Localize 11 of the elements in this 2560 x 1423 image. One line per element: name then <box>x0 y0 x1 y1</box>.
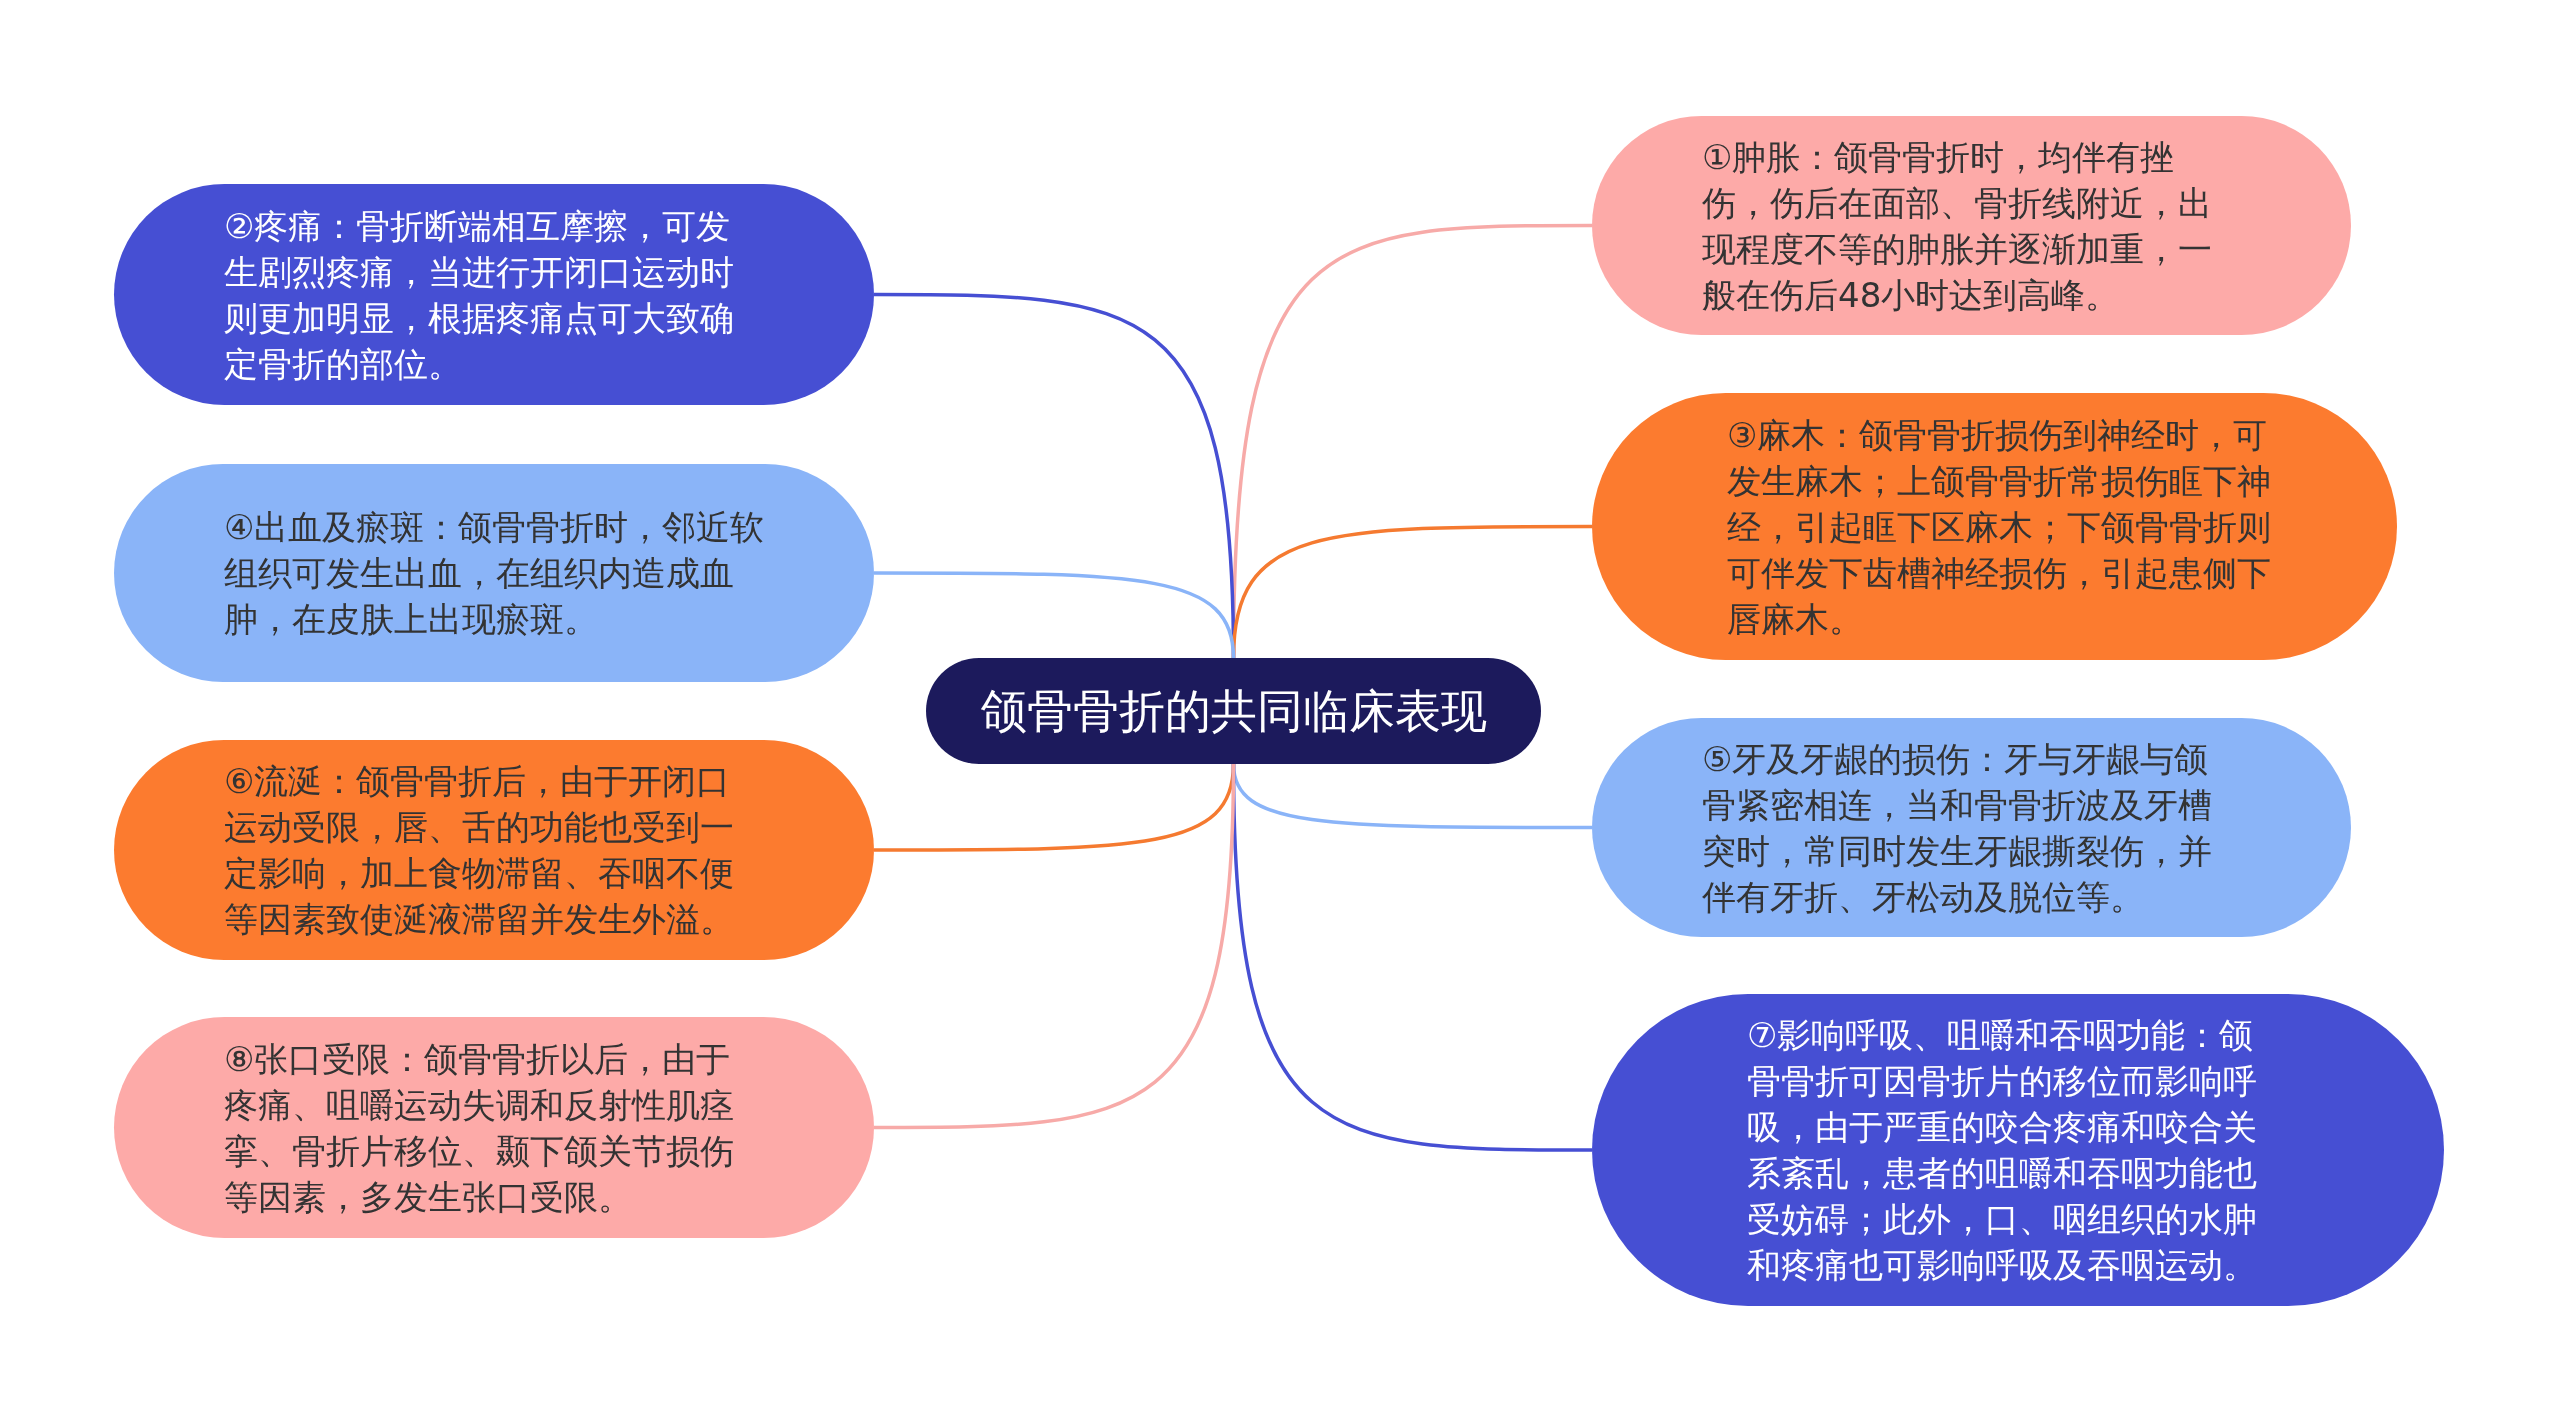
topic-text: ④出血及瘀斑：颌骨骨折时，邻近软组织可发生出血，在组织内造成血肿，在皮肤上出现瘀斑。 <box>224 506 766 641</box>
topic-text: ②疼痛：骨折断端相互摩擦，可发生剧烈疼痛，当进行开闭口运动时则更加明显，根据疼痛点可大致确定骨折的部位。 <box>224 204 735 386</box>
connector-line <box>874 571 1236 659</box>
topic-text: ③麻木：颌骨骨折损伤到神经时，可发生麻木；上颌骨骨折常损伤眶下神经，引起眶下区麻木；下颌骨骨折则可伴发下齿槽神经损伤，引起患侧下唇麻木。 <box>1727 413 2272 641</box>
topic-text: ⑦影响呼吸、咀嚼和吞咽功能：颌骨骨折可因骨折片的移位而影响呼吸，由于严重的咬合疼痛和咬合关系紊乱，患者的咀嚼和吞咽功能也受妨碍；此外，口、咽组织的水肿和疼痛也可影响呼吸及吞咽运动。 <box>1747 1014 2258 1287</box>
topic-text: ⑧张口受限：颌骨骨折以后，由于疼痛、咀嚼运动失调和反射性肌痉挛、骨折片移位、颞下颌关节损伤等因素，多发生张口受限。 <box>224 1037 735 1219</box>
topic-text: ①肿胀：颌骨骨折时，均伴有挫伤，伤后在面部、骨折线附近，出现程度不等的肿胀并逐渐加重，一般在伤后48小时达到高峰。 <box>1702 135 2213 317</box>
central-topic-text: 颌骨骨折的共同临床表现 <box>980 683 1487 740</box>
topic-text: ⑤牙及牙龈的损伤：牙与牙龈与颌骨紧密相连，当和骨骨折波及牙槽突时，常同时发生牙龈撕裂伤，并伴有牙折、牙松动及脱位等。 <box>1702 737 2213 919</box>
topic-text: ⑥流涎：颌骨骨折后，由于开闭口运动受限，唇、舌的功能也受到一定影响，加上食物滞留、吞咽不便等因素致使涎液滞留并发生外溢。 <box>224 760 735 941</box>
connector-line <box>874 763 1236 1130</box>
